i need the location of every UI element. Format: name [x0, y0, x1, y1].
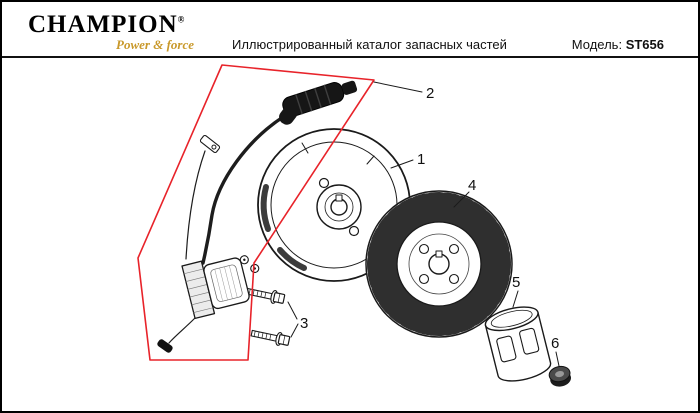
model-value: ST656 — [625, 37, 664, 52]
callout-3: 3 — [300, 315, 308, 332]
callout-2: 2 — [426, 85, 434, 102]
catalog-title: Иллюстрированный каталог запасных частей — [232, 37, 507, 52]
highlight-outline — [137, 64, 375, 361]
spark-plug-cap-illustration — [279, 80, 358, 125]
ignition-coil-illustration — [181, 255, 260, 320]
model-label: Модель: — [571, 37, 623, 52]
callout-1: 1 — [417, 151, 425, 168]
registered-mark: ® — [177, 14, 185, 25]
fan-illustration — [365, 190, 513, 338]
kill-switch-wire — [185, 150, 206, 260]
starter-cup-illustration — [484, 306, 552, 382]
callout-numbers: 1 2 3 4 5 6 — [300, 85, 559, 352]
brand-tagline: Power & force — [116, 37, 194, 52]
nut-illustration — [548, 365, 572, 387]
parts-diagram: 1 2 3 4 5 6 — [137, 64, 572, 387]
wire-terminal — [199, 134, 221, 154]
callout-5: 5 — [512, 274, 520, 291]
wire-connector-cap — [157, 339, 173, 353]
ground-wire — [168, 317, 196, 344]
brand-text: CHAMPION — [28, 11, 178, 38]
bolt-illustration — [250, 329, 291, 346]
brand-wordmark: CHAMPION® — [28, 12, 198, 37]
spark-plug-wire — [201, 115, 285, 265]
callout-6: 6 — [551, 335, 559, 352]
callout-4: 4 — [468, 177, 476, 194]
callout-leader-lines — [287, 81, 560, 367]
brand-logo: CHAMPION® Power & force — [28, 12, 198, 51]
page-header: CHAMPION® Power & force Иллюстрированный… — [2, 2, 698, 58]
model-info: Модель: ST656 — [572, 37, 664, 52]
flywheel-illustration — [257, 128, 411, 282]
